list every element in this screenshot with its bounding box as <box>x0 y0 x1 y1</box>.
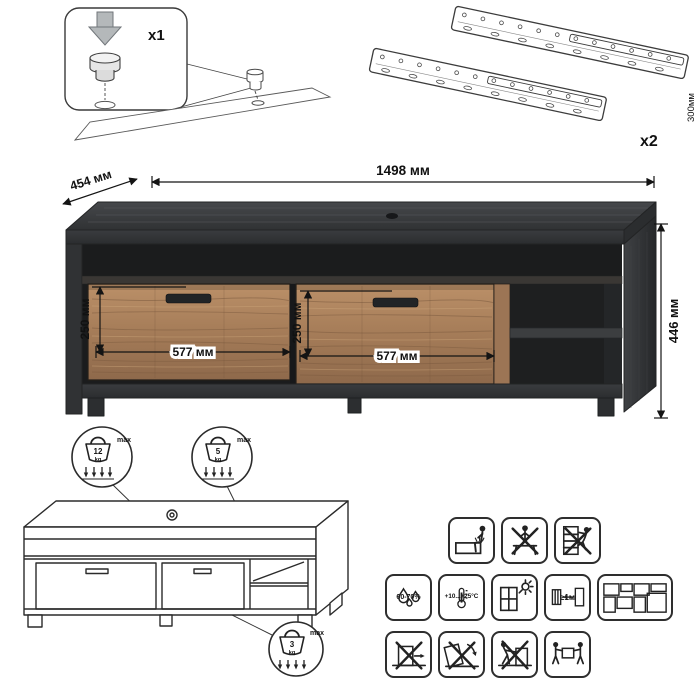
leg-front-left <box>87 397 105 417</box>
right-side-panel <box>623 215 657 413</box>
do-not-sit-icon <box>448 517 495 564</box>
leg-front-middle <box>347 397 362 414</box>
dim-width: 1498 мм <box>376 163 430 178</box>
mounted-foot-sketch <box>246 68 265 106</box>
leg-front-right <box>597 397 615 417</box>
dim-right-drawer-height: 250 мм <box>290 302 304 343</box>
cable-grommet <box>386 213 398 219</box>
press-down-arrow-icon <box>87 11 123 46</box>
do-not-drag-icon <box>385 631 432 678</box>
side-grain <box>630 232 648 408</box>
dim-right-drawer-width: 577 мм <box>376 349 417 363</box>
cabinet-outline <box>23 500 349 628</box>
top-surface <box>65 201 657 231</box>
adjustable-foot-icon <box>89 52 121 82</box>
load-shelf-value: 5 <box>216 447 221 456</box>
dim-left-drawer-height: 250 мм <box>78 298 92 339</box>
slide-length-label: 300мм <box>686 93 697 122</box>
load-drawer-unit: kg <box>289 650 296 656</box>
load-drawer-note: max <box>310 630 324 637</box>
wall-arrangement-icon <box>597 574 673 621</box>
right-drawer <box>295 283 495 385</box>
drawer-slide-back <box>450 5 689 80</box>
load-top-value: 12 <box>94 447 103 456</box>
load-top-unit: kg <box>95 457 102 463</box>
slide-count-label: x2 <box>640 133 658 150</box>
dim-height: 446 мм <box>666 299 681 344</box>
do-not-push-icon <box>491 631 538 678</box>
right-drawer-handle <box>372 297 419 308</box>
compartment-divider <box>493 283 511 385</box>
compartment-shelf <box>509 327 623 339</box>
do-not-climb-icon <box>554 517 601 564</box>
do-not-tilt-icon <box>438 631 485 678</box>
left-drawer-handle <box>165 293 212 304</box>
temperature-icon: +10...+25°C <box>438 574 485 621</box>
top-grain <box>88 207 648 223</box>
heat-distance-icon: ≥1м <box>544 574 591 621</box>
dim-left-drawer-width: 577 мм <box>172 345 213 359</box>
detail-callout-box <box>64 7 188 111</box>
load-shelf-unit: kg <box>215 457 222 463</box>
product-illustration: 1498 мм 454 мм 446 мм 250 мм 577 мм 250 … <box>62 163 681 419</box>
foot-detail-inset: x1 <box>64 7 332 141</box>
dimensions <box>62 176 668 419</box>
load-callout-drawer: 3 kg max <box>268 621 324 677</box>
load-shelf-note: max <box>237 437 251 444</box>
top-front-edge <box>65 229 625 245</box>
callout-leader-lines <box>169 63 252 111</box>
load-drawer-value: 3 <box>290 640 295 649</box>
load-callout-top: 12 kg max <box>71 426 133 488</box>
foot-hole-projection <box>94 100 116 110</box>
open-niche-shelf-board <box>81 275 623 285</box>
load-top-note: max <box>117 437 131 444</box>
carry-two-people-icon <box>544 631 591 678</box>
load-callout-shelf: 5 kg max <box>191 426 253 488</box>
bottom-panel-sketch <box>73 87 332 141</box>
avoid-sunlight-icon <box>491 574 538 621</box>
base-rail <box>81 383 623 399</box>
left-side-panel <box>65 243 83 415</box>
drawer-slide-front <box>368 47 607 122</box>
left-drawer <box>87 283 291 381</box>
tv-stand <box>65 201 657 417</box>
foot-count-label: x1 <box>148 27 165 44</box>
drawer-gap <box>290 284 296 384</box>
drawer-slides-illustration: x2 300мм <box>368 5 697 150</box>
humidity-icon: 60-70% <box>385 574 432 621</box>
load-limit-drawing: 12 kg max 5 kg <box>23 426 349 677</box>
do-not-stand-icon <box>501 517 548 564</box>
